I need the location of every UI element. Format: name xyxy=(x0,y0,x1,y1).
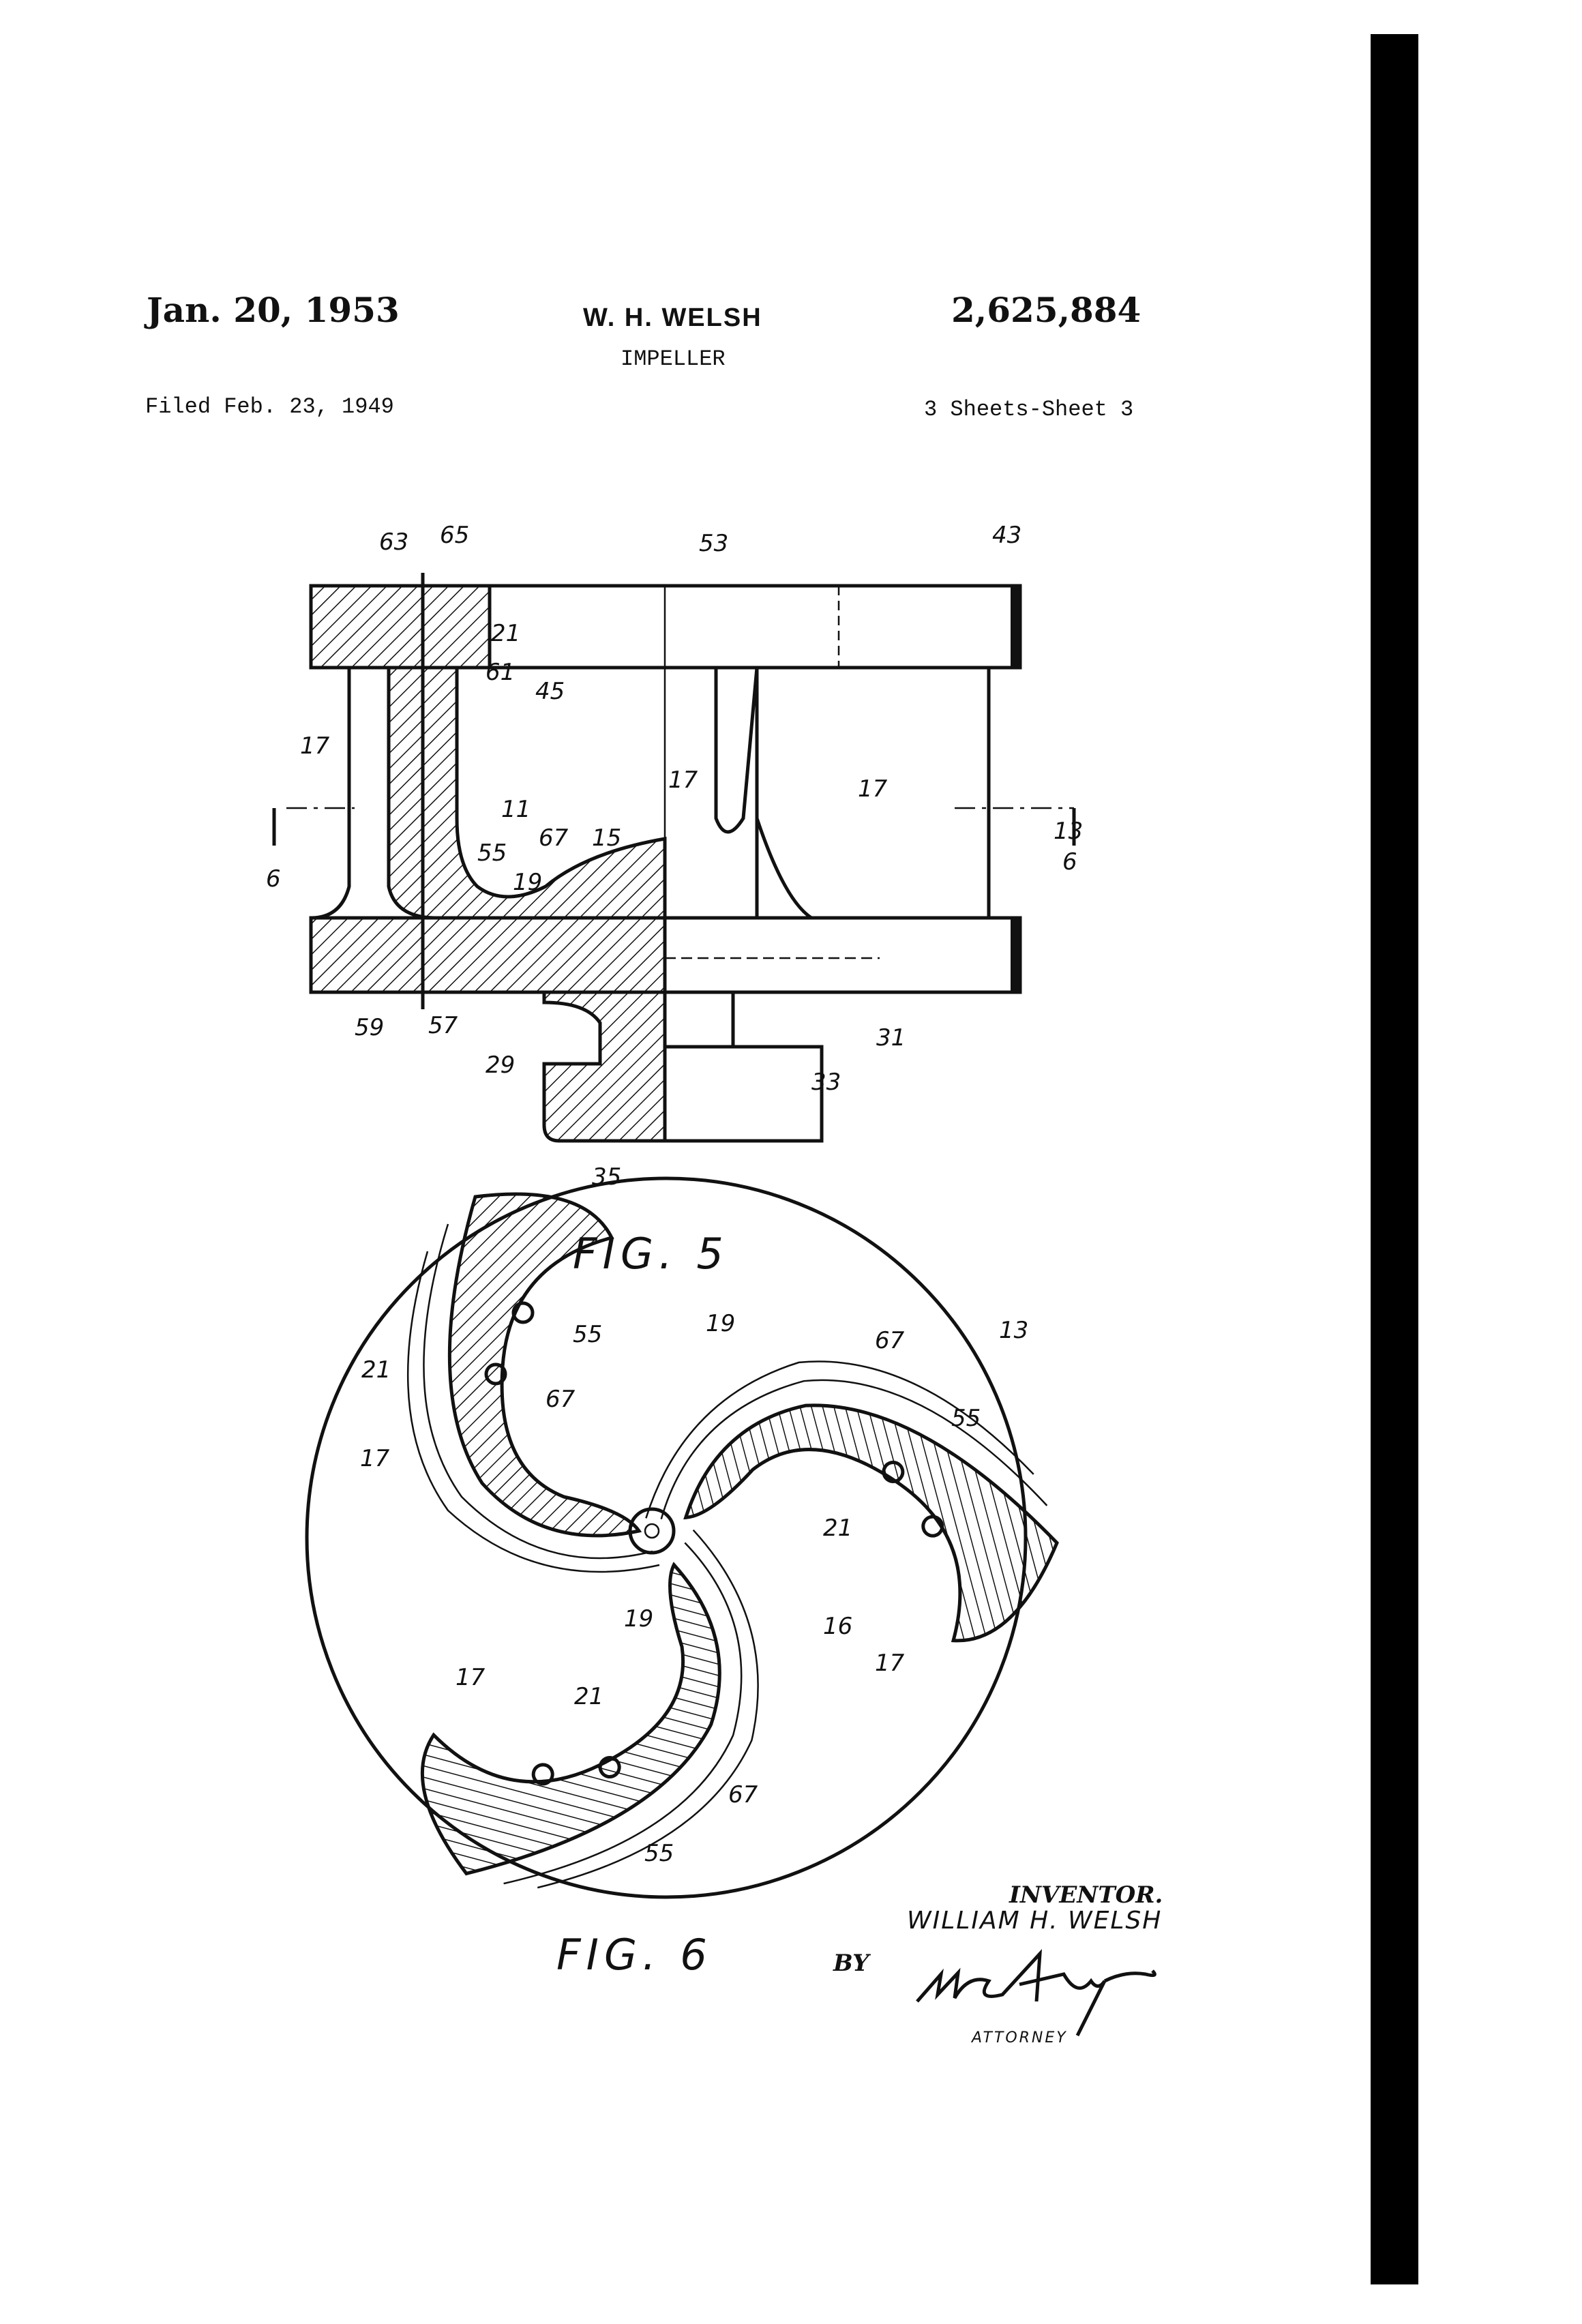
ref-13: 13 xyxy=(999,1317,1028,1344)
ref-31: 31 xyxy=(876,1024,906,1052)
ref-17: 17 xyxy=(875,1650,905,1677)
ref-21: 21 xyxy=(574,1683,603,1710)
ref-63: 63 xyxy=(379,528,408,556)
ref-21: 21 xyxy=(491,620,520,647)
inventor-name: WILLIAM H. WELSH xyxy=(907,1907,1162,1935)
ref-17: 17 xyxy=(456,1664,486,1691)
ref-55: 55 xyxy=(477,839,507,867)
attorney-label: ATTORNEY xyxy=(970,2029,1068,2046)
ref-17: 17 xyxy=(858,775,888,803)
by-label: BY xyxy=(833,1950,871,1977)
ref-15: 15 xyxy=(592,824,621,852)
ref-19: 19 xyxy=(706,1310,735,1337)
ref-67: 67 xyxy=(728,1781,758,1808)
blade-17 xyxy=(716,668,757,832)
section-mark-6: 6 xyxy=(1062,848,1077,876)
top-plate-43 xyxy=(490,586,1020,668)
ref-67: 67 xyxy=(546,1386,576,1413)
ref-19: 19 xyxy=(624,1605,653,1633)
ref-11: 11 xyxy=(501,796,531,823)
ref-17: 17 xyxy=(668,766,698,794)
fig6-drawing xyxy=(307,1178,1093,1933)
bottom-plate-section xyxy=(311,918,665,992)
attorney-signature xyxy=(917,1954,1154,2036)
ref-57: 57 xyxy=(428,1012,458,1039)
ref-65: 65 xyxy=(440,522,469,549)
ref-13: 13 xyxy=(1054,818,1083,845)
ref-67: 67 xyxy=(539,824,569,852)
ref-29: 29 xyxy=(486,1052,515,1079)
ref-17: 17 xyxy=(360,1445,390,1472)
ref-55: 55 xyxy=(573,1321,602,1348)
ref-53: 53 xyxy=(699,530,728,557)
fig6-caption: FIG. 6 xyxy=(556,1930,713,1980)
ref-33: 33 xyxy=(811,1069,841,1096)
impeller-disc-13 xyxy=(307,1178,1026,1897)
ref-21: 21 xyxy=(823,1515,852,1542)
inventor-label: INVENTOR. xyxy=(1009,1881,1163,1909)
section-mark-6: 6 xyxy=(266,865,281,893)
hub-29 xyxy=(544,992,665,1141)
ref-43: 43 xyxy=(992,522,1021,549)
top-plate-section xyxy=(311,586,490,668)
ref-19: 19 xyxy=(513,869,542,896)
nut-33 xyxy=(665,1047,822,1141)
signature-block: INVENTOR. WILLIAM H. WELSH BY ATTORNEY xyxy=(833,1881,1163,2046)
bottom-plate-13 xyxy=(665,918,1020,992)
ref-59: 59 xyxy=(355,1014,384,1041)
fig5-drawing xyxy=(274,573,1074,1141)
ref-16: 16 xyxy=(823,1613,852,1640)
ref-17: 17 xyxy=(300,732,330,760)
ref-55: 55 xyxy=(951,1405,981,1432)
ref-67: 67 xyxy=(875,1327,905,1354)
ref-21: 21 xyxy=(361,1356,391,1384)
ref-61: 61 xyxy=(486,659,515,686)
ref-45: 45 xyxy=(535,678,565,705)
ref-55: 55 xyxy=(644,1840,674,1867)
